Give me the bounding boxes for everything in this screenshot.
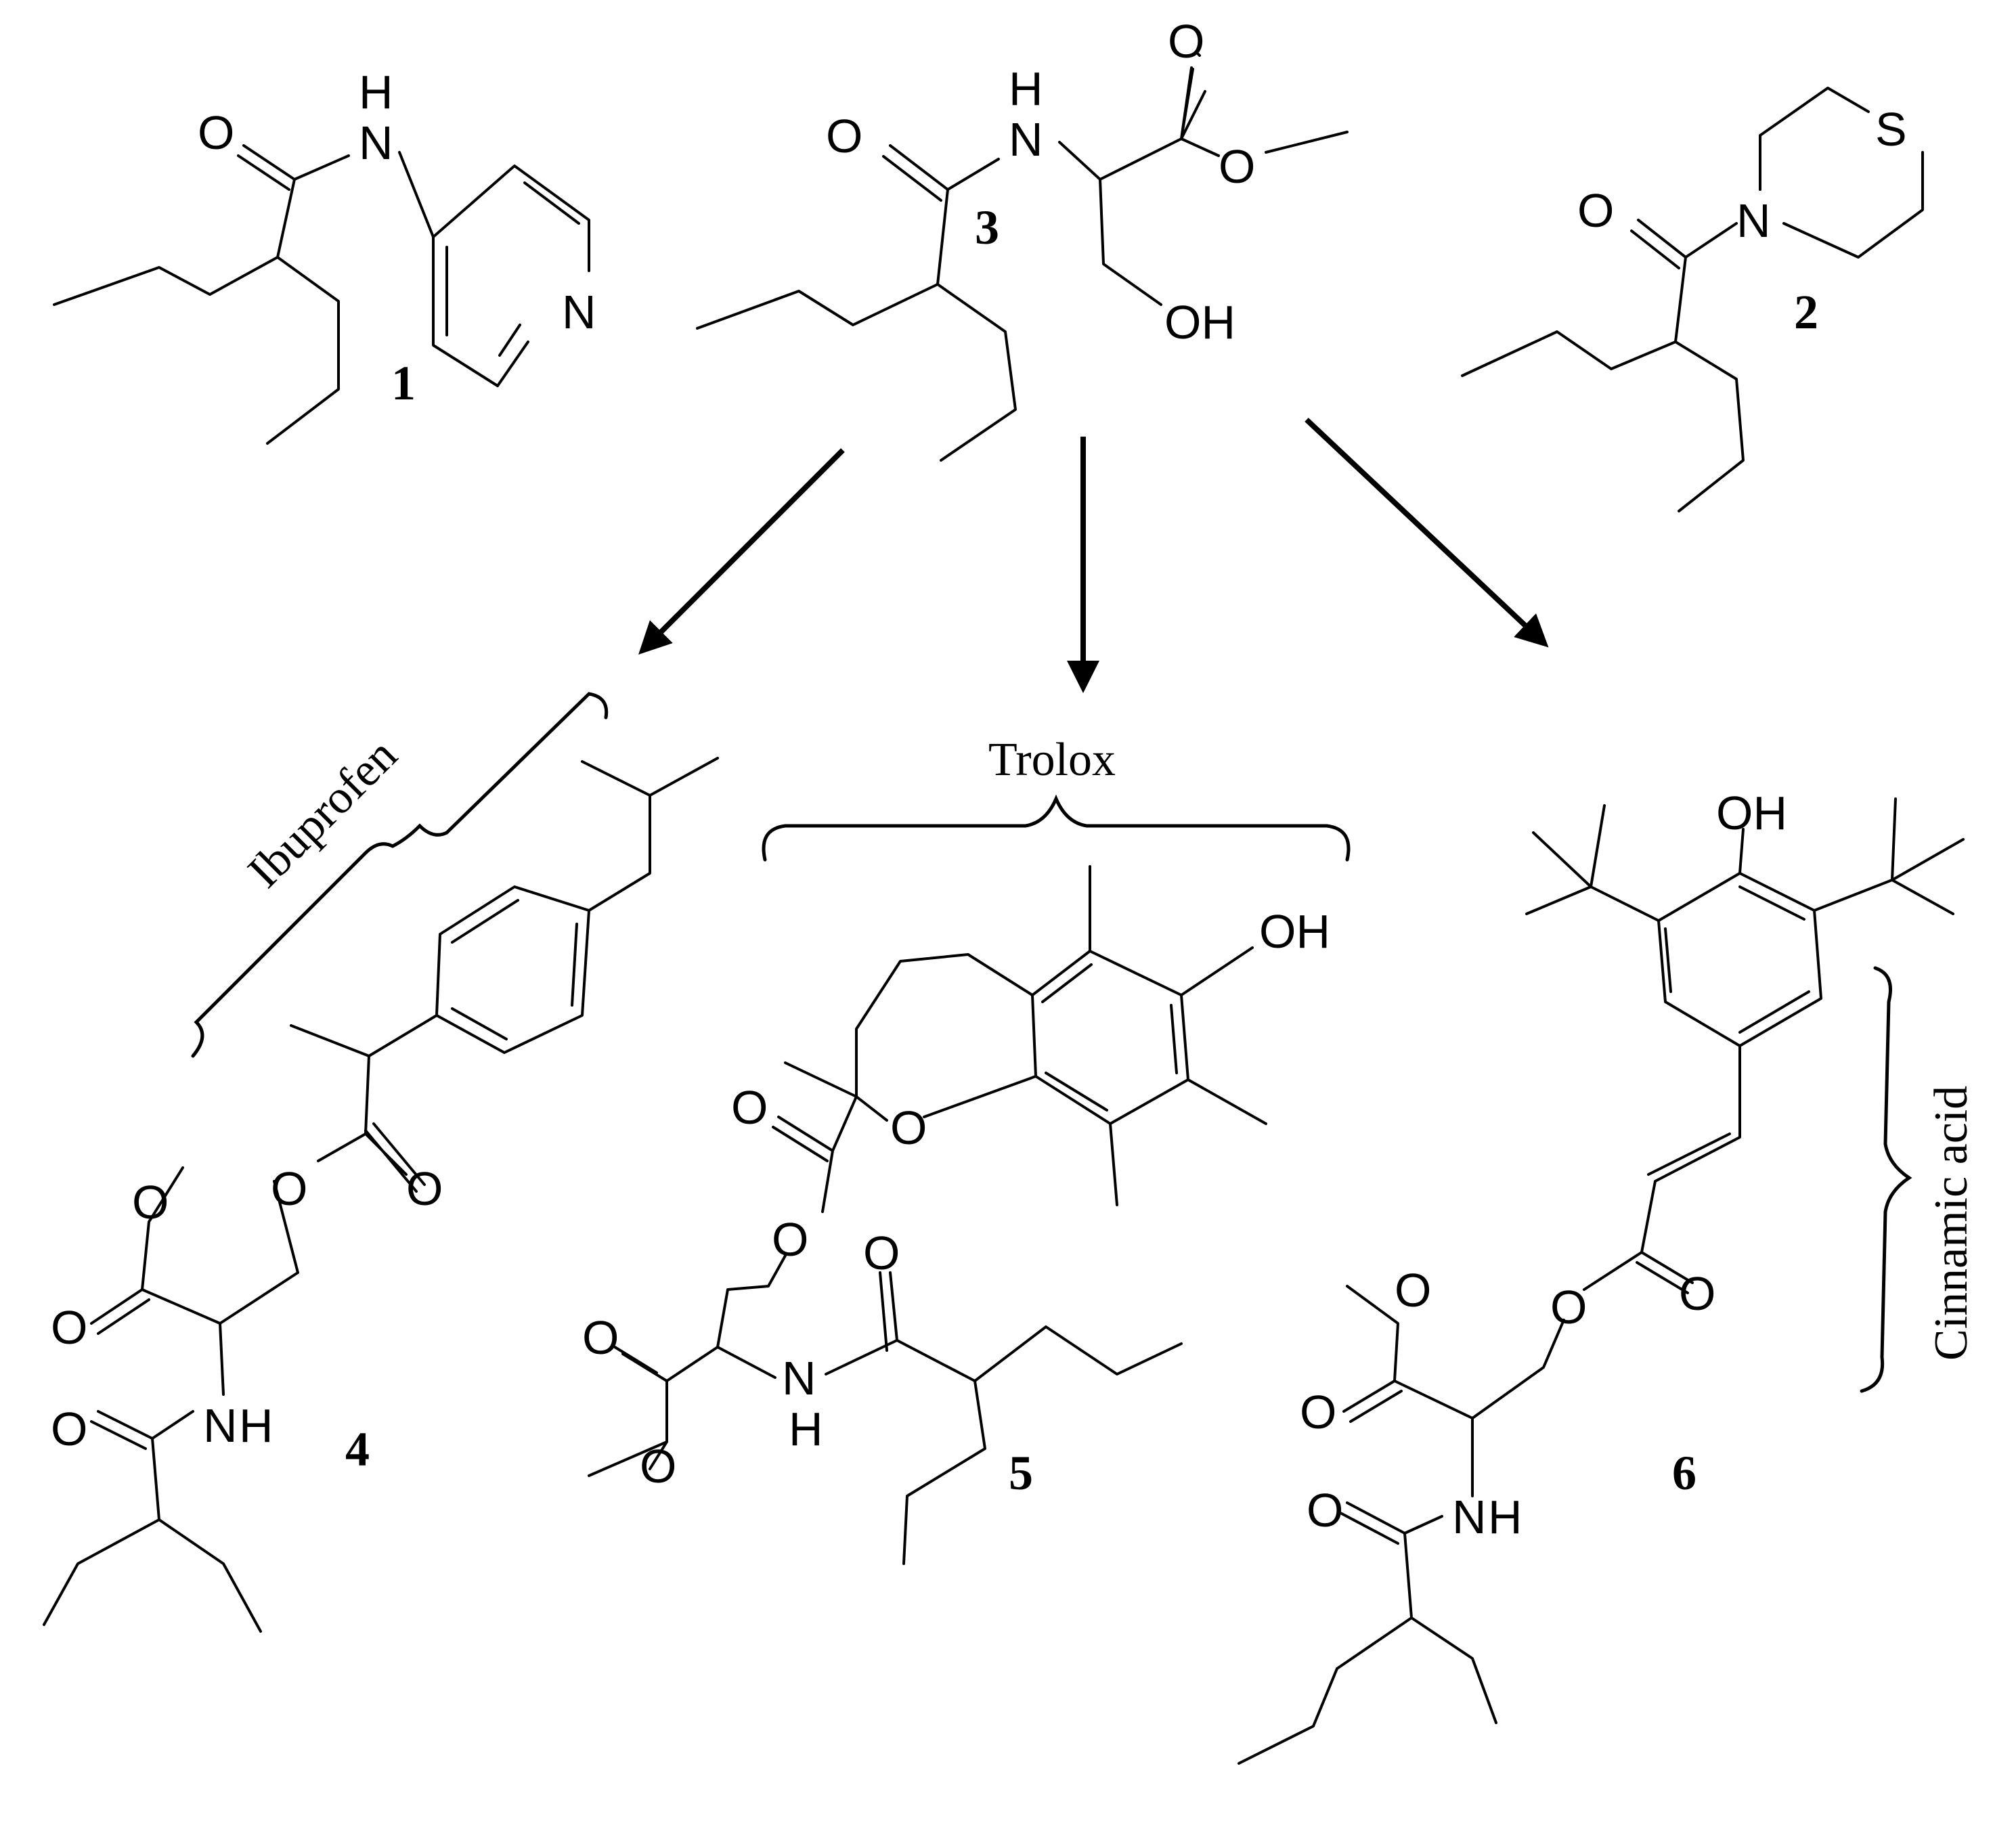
c4-amide-h: H: [239, 1399, 273, 1452]
compound-1-structure: [53, 144, 590, 445]
c4-amide-carbonyl-o: O: [51, 1403, 87, 1455]
cinnamic-acid-brace: [1860, 966, 1912, 1393]
c4-amide-nh: N: [203, 1399, 238, 1452]
c5-ester-o: O: [772, 1213, 808, 1266]
compound-3-label: 3: [975, 200, 999, 255]
c5-ester-carbonyl-o: O: [731, 1081, 768, 1134]
c2-thiomorpholine-n: N: [1736, 194, 1771, 247]
c1-pyridine-n: N: [562, 286, 596, 338]
c5-hydroxyl: OH: [1259, 905, 1330, 958]
c6-ester-o: O: [1550, 1281, 1587, 1334]
cinnamic-acid-label: Cinnamic acid: [1925, 1086, 1977, 1361]
c2-carbonyl-o: O: [1577, 184, 1614, 237]
c6-ester-carbonyl-o: O: [1679, 1267, 1715, 1320]
c4-ester-o: O: [271, 1162, 307, 1215]
c5-amide-n: N: [782, 1352, 816, 1405]
c1-carbonyl-o: O: [198, 106, 234, 159]
ibuprofen-label: Ibuprofen: [238, 729, 408, 898]
compound-3-structure: [696, 53, 1349, 462]
c6-amide-carbonyl-o: O: [1307, 1484, 1343, 1537]
c2-thiomorpholine-s: S: [1875, 103, 1907, 156]
arrow-to-compound-4: [638, 448, 845, 655]
c1-amide-h: H: [359, 66, 393, 118]
c6-amide-h: H: [1488, 1491, 1523, 1543]
c4-methoxy-o: O: [132, 1176, 169, 1229]
compound-6-structure: [1238, 797, 1965, 1765]
c3-ester-o: O: [1219, 140, 1255, 193]
trolox-brace: [762, 794, 1351, 862]
c6-methoxy-o: O: [1395, 1264, 1431, 1317]
c3-carbonyl-o: O: [826, 110, 862, 162]
compound-4-structure: [43, 757, 719, 1633]
c6-hydroxyl: OH: [1716, 787, 1787, 839]
compound-6-label: 6: [1672, 1446, 1696, 1500]
c3-amide-n: N: [1009, 113, 1043, 166]
c3-ester-carbonyl-o: O: [1168, 15, 1204, 68]
c5-ester2-carbonyl-o: O: [582, 1311, 619, 1364]
c5-pyran-o: O: [890, 1101, 927, 1154]
c5-amide-h: H: [789, 1403, 823, 1455]
ibuprofen-brace: [191, 692, 609, 1058]
c4-ester2-carbonyl-o: O: [51, 1301, 87, 1354]
compound-5-label: 5: [1009, 1446, 1033, 1500]
c5-amide-carbonyl-o: O: [863, 1227, 900, 1279]
c3-amide-h: H: [1009, 62, 1043, 115]
compound-5-structure: [588, 865, 1267, 1565]
c3-hydroxyl: OH: [1164, 296, 1235, 349]
arrow-to-compound-6: [1305, 418, 1549, 648]
compound-4-label: 4: [345, 1422, 370, 1476]
c4-ester-carbonyl-o: O: [406, 1162, 443, 1215]
compound-2-structure: [1461, 87, 1924, 512]
trolox-label: Trolox: [988, 734, 1116, 786]
c6-amide-n: N: [1452, 1491, 1487, 1543]
c6-ester2-carbonyl-o: O: [1300, 1386, 1336, 1438]
compound-2-label: 2: [1794, 285, 1818, 339]
c1-amide-n: N: [359, 116, 393, 169]
c5-methoxy-o: O: [640, 1440, 676, 1493]
compound-1-label: 1: [391, 356, 416, 410]
